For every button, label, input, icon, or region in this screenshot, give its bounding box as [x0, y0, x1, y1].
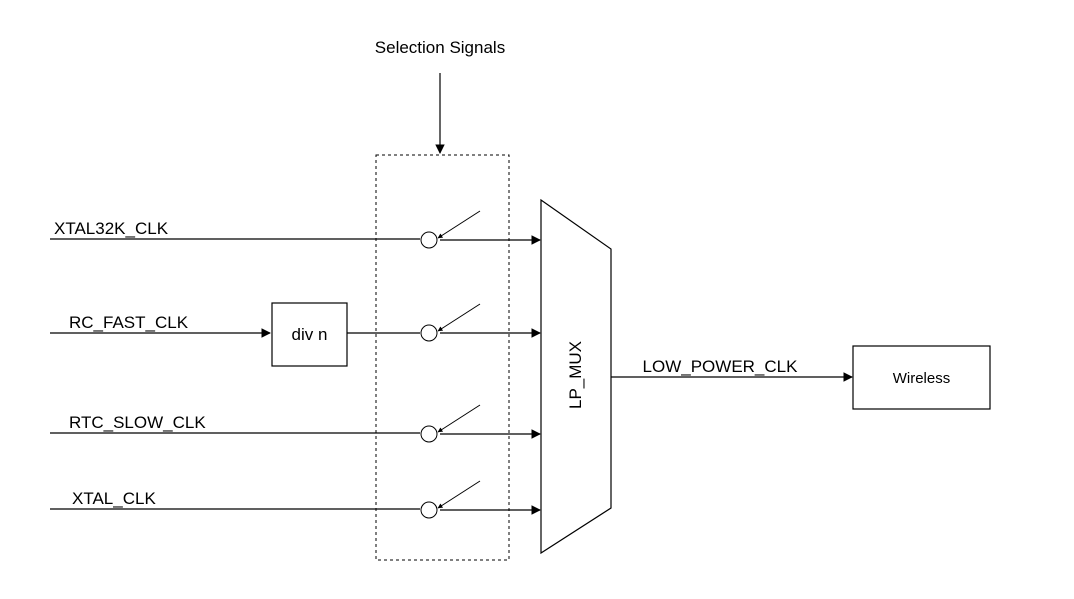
- input-label-xtal32k-clk: XTAL32K_CLK: [54, 219, 169, 238]
- divider-label: div n: [292, 325, 328, 344]
- switch-lever-1: [437, 210, 481, 239]
- lp-mux-label: LP_MUX: [566, 341, 585, 409]
- wireless-block: [852, 345, 991, 410]
- switch-contact-1: [420, 231, 438, 249]
- switch-contact-4: [420, 501, 438, 519]
- input-xtal-clk: XTAL_CLK: [50, 480, 541, 519]
- input-rc-fast-clk: RC_FAST_CLK div n: [50, 302, 541, 367]
- input-rtc-slow-clk: RTC_SLOW_CLK: [50, 404, 541, 443]
- input-xtal32k-clk: XTAL32K_CLK: [50, 210, 541, 249]
- switch-contact-3: [420, 425, 438, 443]
- switch-lever-3: [437, 404, 481, 433]
- lp-mux-block: [540, 198, 612, 555]
- wireless-label: Wireless: [893, 370, 951, 387]
- divider-block: [271, 302, 348, 367]
- selection-signals-label: Selection Signals: [375, 38, 505, 57]
- switch-contact-2: [420, 324, 438, 342]
- output-label: LOW_POWER_CLK: [643, 357, 799, 376]
- switch-lever-4: [437, 480, 481, 509]
- selection-switch-box: [375, 154, 510, 561]
- input-label-rtc-slow-clk: RTC_SLOW_CLK: [69, 413, 206, 432]
- input-label-xtal-clk: XTAL_CLK: [72, 489, 156, 508]
- switch-lever-2: [437, 303, 481, 332]
- input-label-rc-fast-clk: RC_FAST_CLK: [69, 313, 189, 332]
